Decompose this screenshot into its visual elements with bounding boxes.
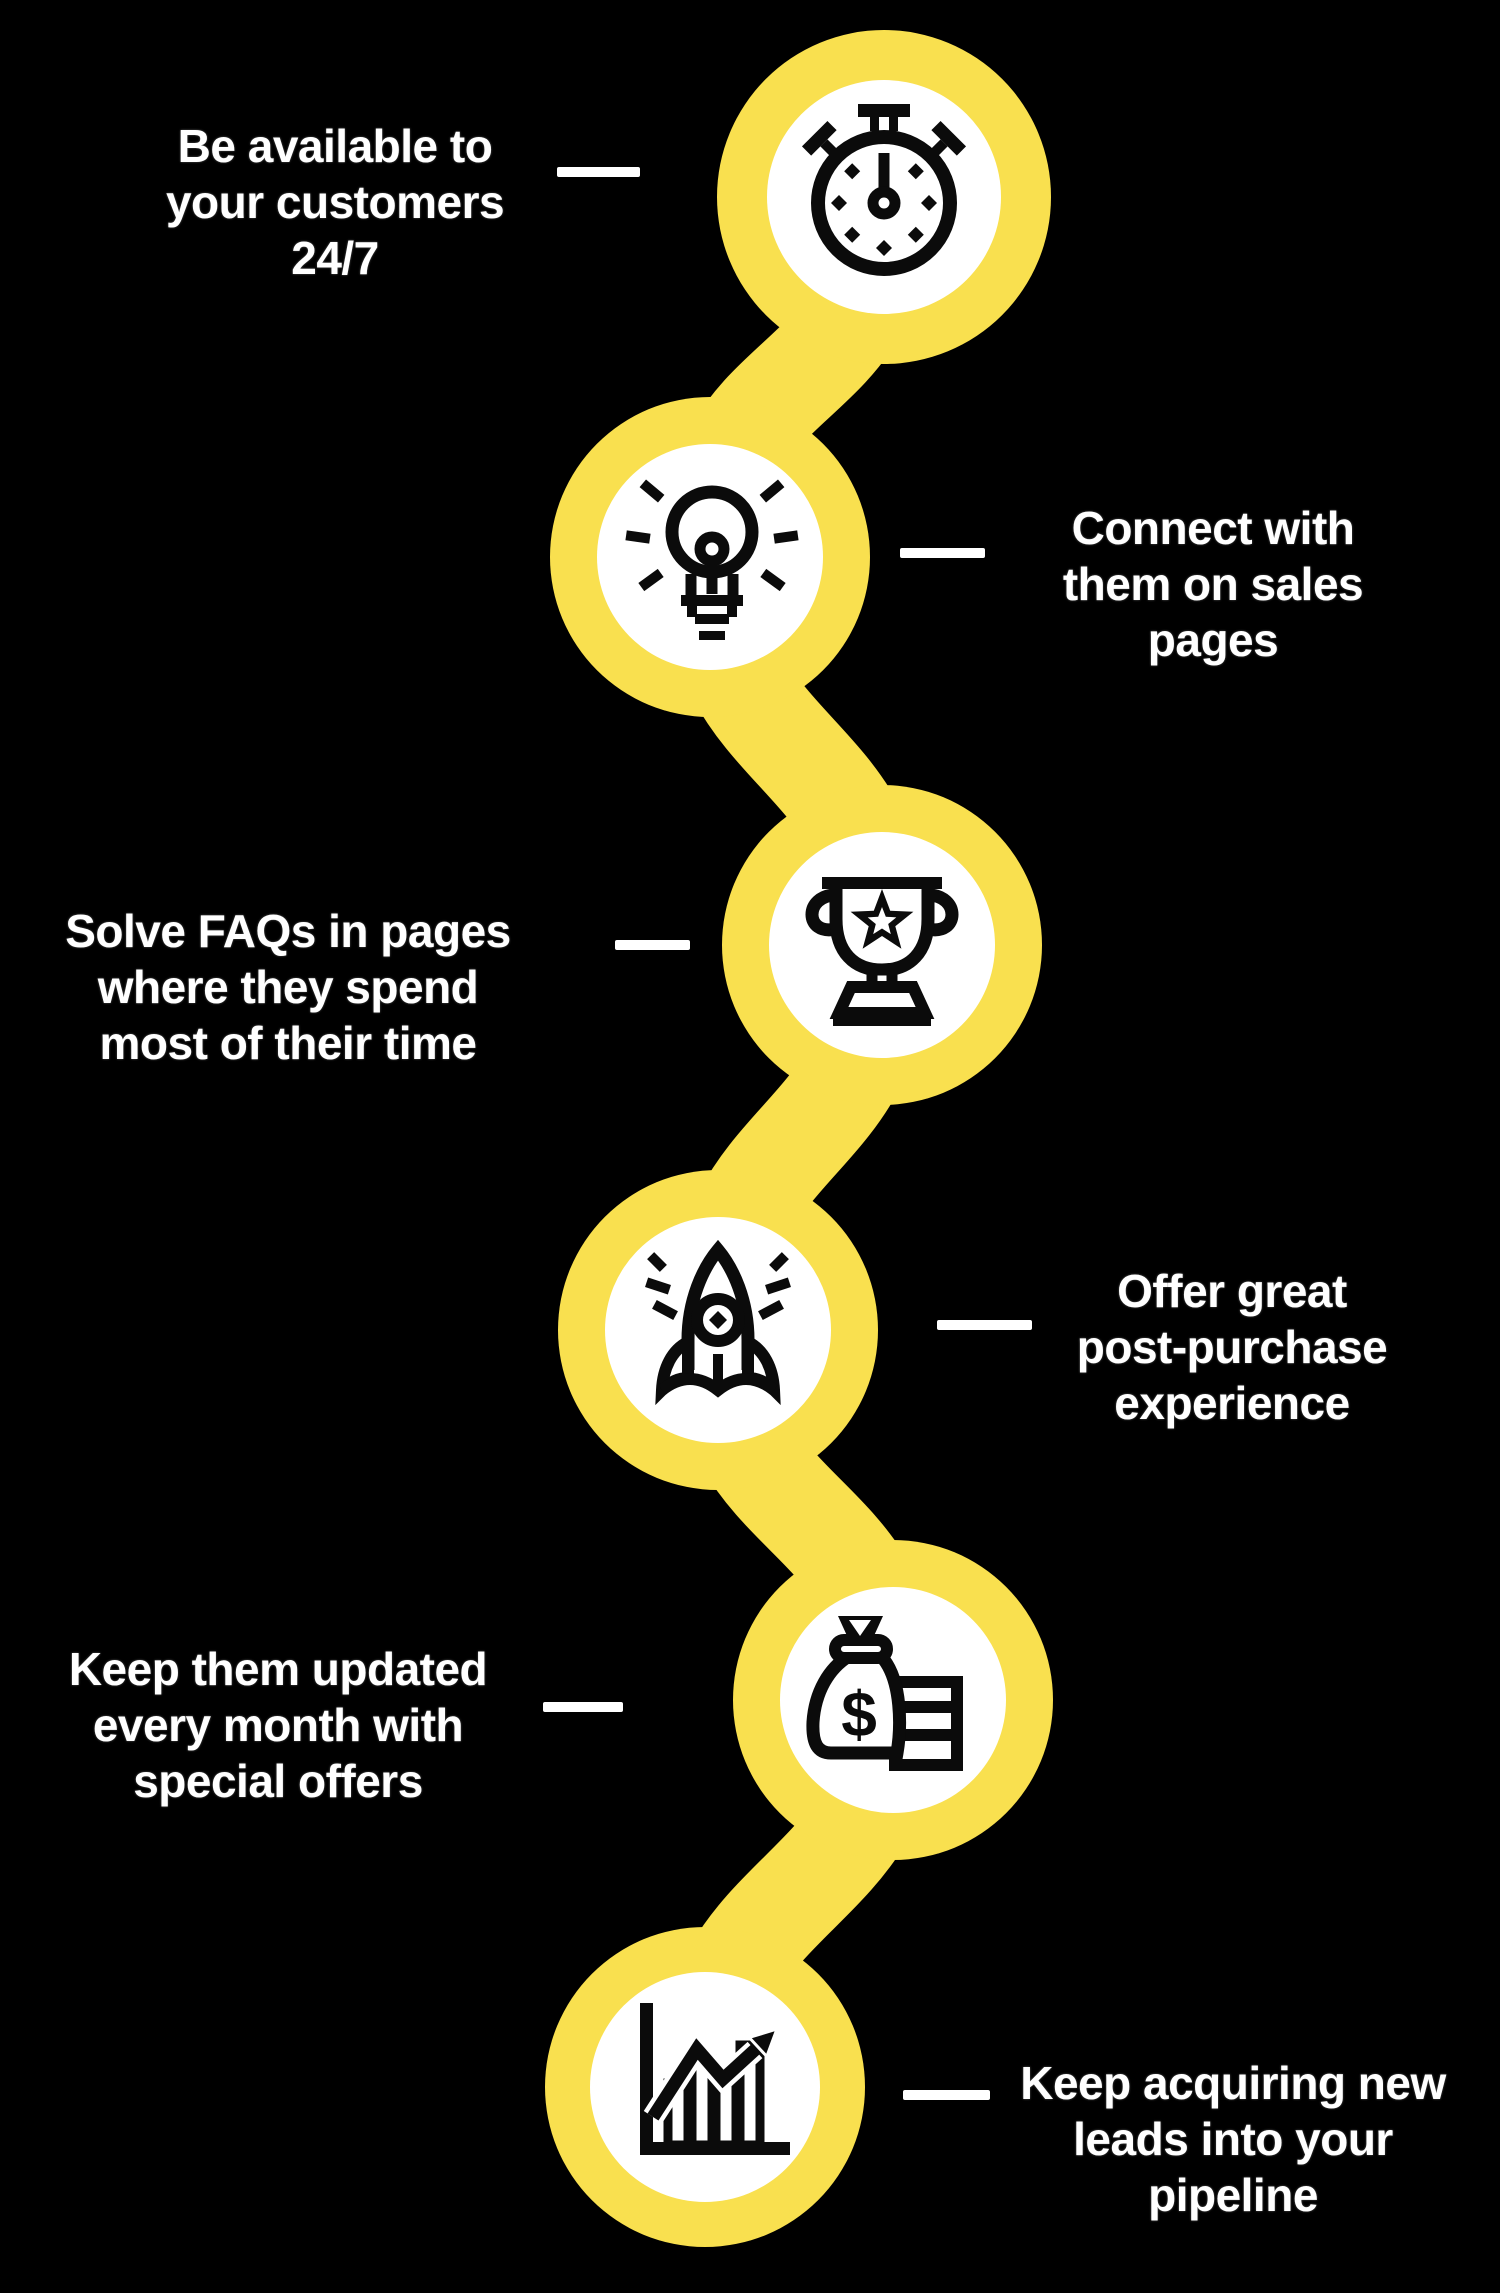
caption-line: every month with xyxy=(92,1699,464,1751)
caption-line: post-purchase xyxy=(1076,1321,1388,1373)
dash-2 xyxy=(900,548,985,558)
dash-6 xyxy=(903,2090,990,2100)
caption-line: where they spend xyxy=(97,961,479,1013)
dash-1 xyxy=(557,167,640,177)
caption-be-available: Be available to your customers 24/7 xyxy=(75,118,595,286)
caption-special-offers: Keep them updated every month with speci… xyxy=(18,1641,538,1809)
stopwatch-icon xyxy=(801,104,967,276)
dash-5 xyxy=(543,1702,623,1712)
dash-4 xyxy=(937,1320,1032,1330)
caption-dashes xyxy=(543,167,1032,2100)
caption-line: Be available to xyxy=(177,120,493,172)
caption-line: them on sales xyxy=(1062,558,1364,610)
trophy-icon xyxy=(805,877,959,1026)
caption-solve-faqs: Solve FAQs in pages where they spend mos… xyxy=(28,903,548,1071)
caption-line: Solve FAQs in pages xyxy=(65,905,511,957)
money-bag-icon: $ xyxy=(806,1616,963,1771)
caption-post-purchase: Offer great post-purchase experience xyxy=(972,1263,1492,1431)
caption-line: special offers xyxy=(133,1755,423,1807)
lightbulb-icon xyxy=(625,479,799,640)
caption-line: leads into your xyxy=(1073,2113,1393,2165)
caption-line: experience xyxy=(1114,1377,1350,1429)
caption-line: pages xyxy=(1147,614,1279,666)
caption-acquire-leads: Keep acquiring new leads into your pipel… xyxy=(973,2055,1493,2223)
caption-line: 24/7 xyxy=(291,232,379,284)
rocket-icon xyxy=(645,1239,791,1406)
caption-line: Keep acquiring new xyxy=(1020,2057,1446,2109)
caption-line: your customers xyxy=(165,176,505,228)
caption-line: pipeline xyxy=(1148,2169,1318,2221)
growth-chart-icon xyxy=(640,2003,790,2155)
dash-3 xyxy=(615,940,690,950)
dollar-sign: $ xyxy=(841,1678,877,1750)
caption-line: most of their time xyxy=(99,1017,477,1069)
caption-line: Offer great xyxy=(1117,1265,1347,1317)
caption-line: Connect with xyxy=(1071,502,1355,554)
caption-connect-sales-pages: Connect with them on sales pages xyxy=(953,500,1473,668)
caption-line: Keep them updated xyxy=(68,1643,488,1695)
